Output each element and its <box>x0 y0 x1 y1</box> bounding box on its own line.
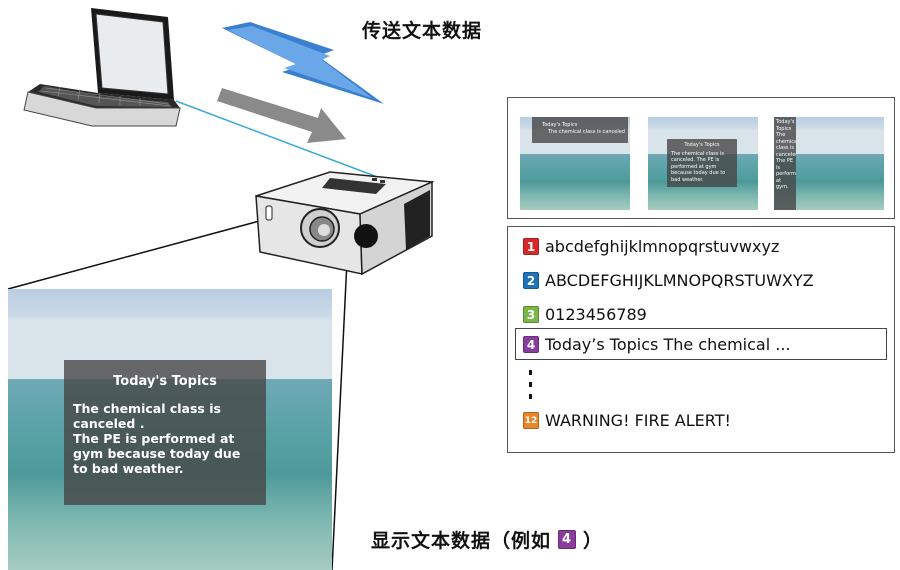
wireless-signal-icon <box>222 22 384 104</box>
list-item[interactable]: 1 abcdefghijklmnopqrstuvwxyz <box>523 237 779 256</box>
beam-line-right <box>331 239 349 570</box>
selected-item-highlight <box>515 328 887 360</box>
projector-icon <box>255 171 435 276</box>
layout-preview-panel: Today's Topics The chemical class is can… <box>507 97 895 219</box>
thumb-line: Today's Topics <box>542 122 578 128</box>
item-text: WARNING! FIRE ALERT! <box>545 411 731 430</box>
display-caption: 显示文本数据（例如 4 ） <box>371 526 603 553</box>
item-number-badge: 3 <box>523 306 539 323</box>
thumb-body: The chemical class is canceled. The PE i… <box>671 150 726 183</box>
list-item-selected[interactable]: 4 Today’s Topics The chemical ... <box>523 335 791 354</box>
item-number-badge: 12 <box>523 412 539 429</box>
item-text: ABCDEFGHIJKLMNOPQRSTUWXYZ <box>545 271 814 290</box>
display-caption-badge: 4 <box>558 530 577 549</box>
transfer-arrow-icon <box>217 88 346 143</box>
item-number-badge: 1 <box>523 238 539 255</box>
projected-screen: Today's Topics The chemical class is can… <box>8 289 332 570</box>
thumb-line: The chemical class is canceled <box>548 128 625 135</box>
ellipsis-dot <box>529 370 532 375</box>
beam-line-left <box>7 209 301 290</box>
overlay-line: canceled . <box>73 416 145 431</box>
list-item[interactable]: 2 ABCDEFGHIJKLMNOPQRSTUWXYZ <box>523 271 814 290</box>
thumb-title: Today's Topics <box>684 142 720 148</box>
item-number-badge: 4 <box>523 336 539 353</box>
list-item[interactable]: 12 WARNING! FIRE ALERT! <box>523 411 731 430</box>
ellipsis-dot <box>529 394 532 399</box>
overlay-line: The chemical class is <box>73 401 221 416</box>
screen-text-overlay: Today's Topics The chemical class is can… <box>64 360 266 505</box>
send-caption: 传送文本数据 <box>362 20 483 42</box>
item-text: Today’s Topics The chemical ... <box>545 335 791 354</box>
thumbnail-top-banner: Today's Topics The chemical class is can… <box>520 117 630 210</box>
thumb-column-text: Today's Topics The chemical class is can… <box>776 119 796 190</box>
cable-line <box>175 100 381 179</box>
overlay-line: gym because today due <box>73 446 241 461</box>
list-item[interactable]: 3 0123456789 <box>523 305 647 324</box>
overlay-title: Today's Topics <box>113 374 217 389</box>
text-data-list-panel: 1 abcdefghijklmnopqrstuvwxyz 2 ABCDEFGHI… <box>507 226 895 453</box>
item-text: 0123456789 <box>545 305 647 324</box>
thumbnail-center-box: Today's Topics The chemical class is can… <box>648 117 758 210</box>
item-number-badge: 2 <box>523 272 539 289</box>
item-text: abcdefghijklmnopqrstuvwxyz <box>545 237 780 256</box>
ellipsis-dot <box>529 382 532 387</box>
laptop-icon <box>23 8 181 127</box>
thumbnail-left-column: Today's Topics The chemical class is can… <box>774 117 884 210</box>
display-caption-end: ） <box>583 530 604 552</box>
overlay-line: The PE is performed at <box>73 431 235 446</box>
overlay-line: to bad weather. <box>73 461 184 476</box>
display-caption-text: 显示文本数据（例如 <box>371 530 552 552</box>
